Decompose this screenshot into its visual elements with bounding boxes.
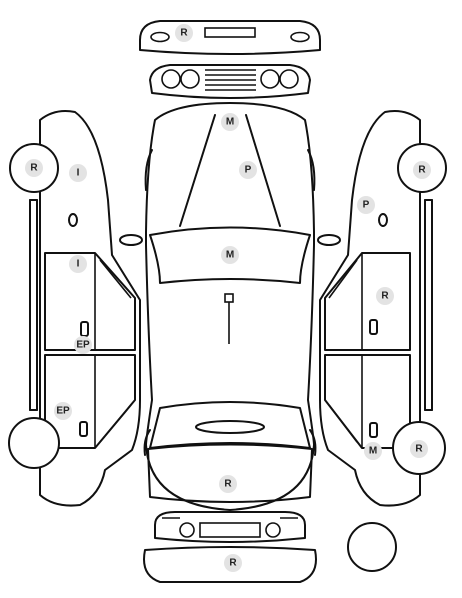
left-rear-wheel[interactable] bbox=[8, 417, 60, 469]
svg-text:R: R bbox=[381, 291, 389, 302]
svg-text:M: M bbox=[226, 250, 234, 261]
badge-right-fender[interactable]: P bbox=[357, 196, 375, 214]
badge-left-front-door-handle[interactable]: EP bbox=[74, 336, 92, 354]
svg-text:R: R bbox=[229, 558, 237, 569]
svg-text:I: I bbox=[77, 168, 80, 179]
badge-front-bumper[interactable]: R bbox=[175, 24, 193, 42]
left-mirror[interactable] bbox=[119, 234, 143, 246]
svg-text:P: P bbox=[245, 165, 252, 176]
badge-left-front-wheel[interactable]: R bbox=[25, 159, 43, 177]
badge-trunk[interactable]: R bbox=[219, 475, 237, 493]
rear-window[interactable] bbox=[149, 401, 311, 449]
rear-wiper bbox=[195, 420, 265, 434]
svg-text:M: M bbox=[369, 446, 377, 457]
hood-line-right bbox=[245, 114, 281, 227]
rear-bumper[interactable] bbox=[143, 546, 317, 583]
svg-text:I: I bbox=[77, 259, 80, 270]
svg-text:R: R bbox=[224, 479, 232, 490]
front-bumper[interactable] bbox=[139, 20, 321, 55]
svg-text:R: R bbox=[415, 444, 423, 455]
svg-text:EP: EP bbox=[56, 406, 70, 417]
antenna-base bbox=[224, 293, 234, 303]
badge-right-front-door[interactable]: R bbox=[376, 287, 394, 305]
badge-right-rear-door[interactable]: M bbox=[364, 442, 382, 460]
right-fuel-cap[interactable] bbox=[378, 213, 388, 227]
left-rear-door[interactable] bbox=[44, 354, 136, 449]
svg-text:R: R bbox=[30, 163, 38, 174]
car-body-top[interactable] bbox=[119, 102, 341, 511]
badge-right-front-wheel[interactable]: R bbox=[413, 161, 431, 179]
badge-left-front-door[interactable]: I bbox=[69, 255, 87, 273]
svg-text:EP: EP bbox=[76, 340, 90, 351]
rear-lights[interactable] bbox=[154, 511, 306, 543]
left-side-view[interactable] bbox=[8, 110, 141, 507]
right-mirror[interactable] bbox=[317, 234, 341, 246]
badge-right-rear-wheel[interactable]: R bbox=[410, 440, 428, 458]
badge-windshield[interactable]: M bbox=[221, 246, 239, 264]
badge-rear-bumper[interactable]: R bbox=[224, 554, 242, 572]
svg-text:R: R bbox=[180, 28, 188, 39]
front-grille[interactable] bbox=[149, 64, 311, 99]
svg-text:R: R bbox=[418, 165, 426, 176]
badge-hood[interactable]: M bbox=[221, 113, 239, 131]
hood-line-left bbox=[179, 114, 216, 227]
svg-text:P: P bbox=[363, 200, 370, 211]
spare-tire[interactable] bbox=[347, 522, 397, 572]
left-fuel-cap[interactable] bbox=[68, 213, 78, 227]
windshield[interactable] bbox=[149, 226, 311, 284]
left-front-door[interactable] bbox=[44, 252, 136, 351]
svg-text:M: M bbox=[226, 117, 234, 128]
badge-hood-panel[interactable]: P bbox=[239, 161, 257, 179]
right-front-door[interactable] bbox=[324, 252, 411, 351]
trunk-lid[interactable] bbox=[147, 443, 313, 503]
badge-left-rear-door[interactable]: EP bbox=[54, 402, 72, 420]
badge-left-fender[interactable]: I bbox=[69, 164, 87, 182]
